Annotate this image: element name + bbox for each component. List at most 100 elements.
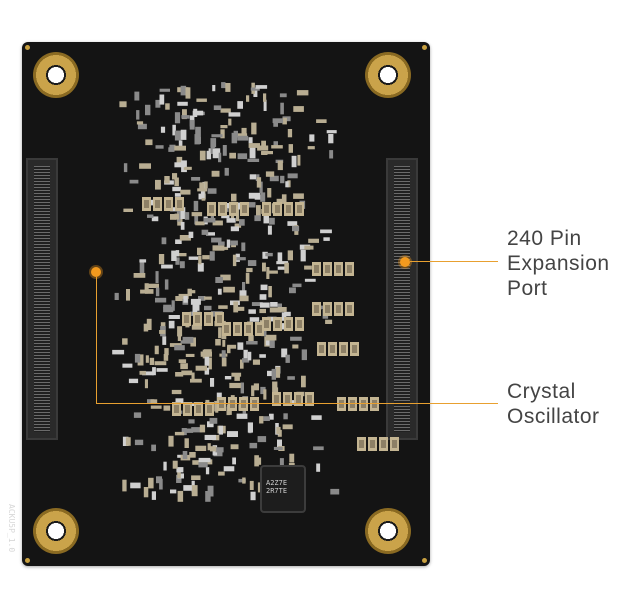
smd-component: [192, 460, 205, 465]
smd-component: [307, 395, 312, 403]
smd-component: [347, 305, 352, 313]
smd-component: [285, 395, 290, 403]
smd-component: [329, 150, 334, 159]
smd-component: [267, 316, 277, 322]
smd-component: [290, 336, 302, 341]
smd-component: [218, 425, 223, 435]
smd-component: [114, 292, 119, 300]
smd-component: [164, 176, 170, 184]
smd-component: [213, 105, 222, 110]
smd-component: [266, 334, 277, 341]
smd-component: [257, 145, 269, 151]
smd-component: [211, 170, 220, 177]
expansion-port-label-line2: Expansion: [507, 252, 610, 275]
smd-component: [128, 378, 139, 384]
smd-component: [372, 400, 377, 408]
smd-component: [234, 223, 242, 228]
corner-dot: [422, 558, 427, 563]
smd-component: [161, 237, 167, 245]
smd-component: [225, 83, 231, 92]
smd-component: [246, 95, 250, 102]
smd-component: [235, 306, 245, 311]
smd-component: [282, 117, 287, 125]
smd-component: [277, 303, 282, 311]
smd-component: [264, 205, 269, 213]
smd-component: [188, 419, 195, 424]
smd-component: [350, 400, 355, 408]
smd-component: [289, 453, 295, 463]
smd-component: [199, 182, 205, 189]
smd-component: [220, 129, 225, 139]
smd-component: [145, 289, 154, 294]
smd-component: [266, 267, 270, 279]
smd-component: [197, 262, 204, 272]
smd-component: [270, 302, 278, 307]
smd-component: [205, 491, 211, 502]
smd-component: [202, 255, 210, 260]
smd-component: [206, 315, 211, 323]
smd-component: [151, 491, 156, 500]
smd-component: [136, 121, 144, 125]
smd-component: [279, 93, 287, 98]
right-expansion-connector: [386, 158, 418, 440]
smd-component: [212, 220, 223, 226]
smd-component: [314, 265, 319, 273]
smd-component: [283, 413, 288, 420]
smd-component: [183, 166, 192, 170]
smd-component: [232, 457, 236, 465]
smd-component: [178, 140, 183, 148]
smd-component: [248, 143, 260, 148]
smd-component: [230, 226, 239, 232]
smd-component: [253, 383, 259, 391]
smd-component: [237, 342, 244, 350]
smd-component: [204, 356, 210, 366]
smd-component: [221, 350, 226, 358]
crystal-oscillator-label: Crystal Oscillator: [507, 379, 600, 429]
smd-component: [207, 188, 217, 194]
smd-component: [155, 287, 160, 297]
smd-component: [191, 475, 201, 480]
smd-component: [129, 179, 139, 184]
smd-component: [226, 239, 231, 248]
smd-component: [249, 317, 260, 322]
smd-component: [180, 129, 187, 140]
smd-component: [151, 216, 159, 222]
smd-component: [221, 357, 227, 367]
smd-component: [304, 265, 312, 270]
smd-component: [272, 118, 284, 124]
crystal-oscillator-pointer: [91, 267, 101, 277]
smd-component: [122, 338, 128, 345]
smd-component: [210, 215, 214, 222]
smd-component: [224, 376, 232, 380]
smd-component: [237, 135, 249, 141]
smd-component: [276, 198, 286, 204]
smd-component: [175, 257, 180, 265]
smd-component: [174, 112, 181, 124]
crystal-oscillator-label-line1: Crystal: [507, 380, 576, 403]
smd-component: [164, 279, 169, 290]
smd-component: [215, 403, 219, 413]
smd-component: [263, 99, 267, 111]
smd-component: [227, 346, 231, 354]
smd-component: [275, 320, 280, 328]
crystal-leader-horizontal: [96, 403, 498, 404]
smd-component: [252, 400, 257, 408]
smd-component: [262, 262, 266, 272]
smd-component: [177, 490, 184, 502]
smd-component: [165, 103, 170, 110]
smd-component: [180, 207, 186, 219]
smd-component: [218, 305, 228, 309]
smd-component: [119, 101, 127, 108]
smd-component: [126, 289, 130, 301]
smd-component: [296, 395, 301, 403]
smd-component: [168, 435, 174, 447]
smd-component: [267, 225, 272, 235]
smd-component: [163, 461, 167, 471]
smd-component: [231, 132, 238, 144]
smd-component: [133, 273, 146, 278]
smd-component: [227, 344, 237, 349]
smd-component: [218, 471, 225, 476]
smd-component: [237, 153, 248, 160]
smd-component: [176, 467, 184, 473]
smd-component: [239, 290, 247, 297]
